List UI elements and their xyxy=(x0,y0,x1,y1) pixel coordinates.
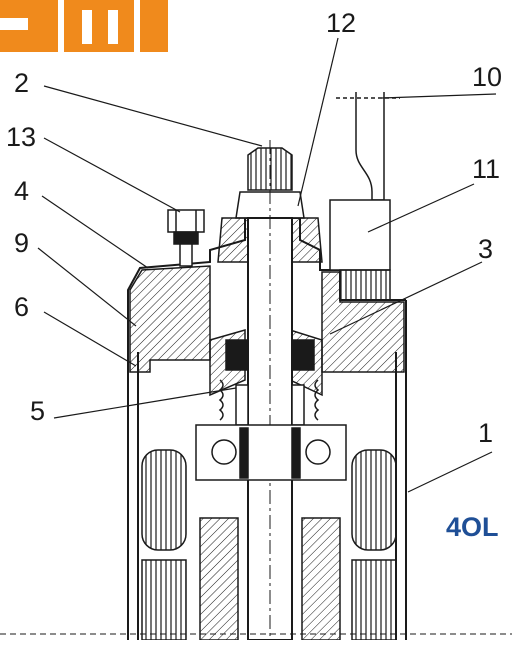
bolt xyxy=(167,209,205,267)
callout-5: 5 xyxy=(30,396,46,426)
callout-9: 9 xyxy=(14,228,30,258)
callout-11: 11 xyxy=(472,154,501,184)
cable-gland xyxy=(329,92,400,301)
callout-13: 13 xyxy=(6,122,37,152)
callout-1: 1 xyxy=(478,418,494,448)
callout-4: 4 xyxy=(14,176,30,206)
callout-6: 6 xyxy=(14,292,30,322)
brand-logo xyxy=(0,0,168,52)
callout-2: 2 xyxy=(14,68,30,98)
callout-12: 12 xyxy=(326,8,357,38)
mechanical-seal xyxy=(218,339,320,426)
bearing xyxy=(195,424,347,481)
callout-3: 3 xyxy=(478,234,494,264)
model-label: 4OL xyxy=(446,512,499,542)
callout-10: 10 xyxy=(472,62,503,92)
leader-lines xyxy=(37,37,497,493)
